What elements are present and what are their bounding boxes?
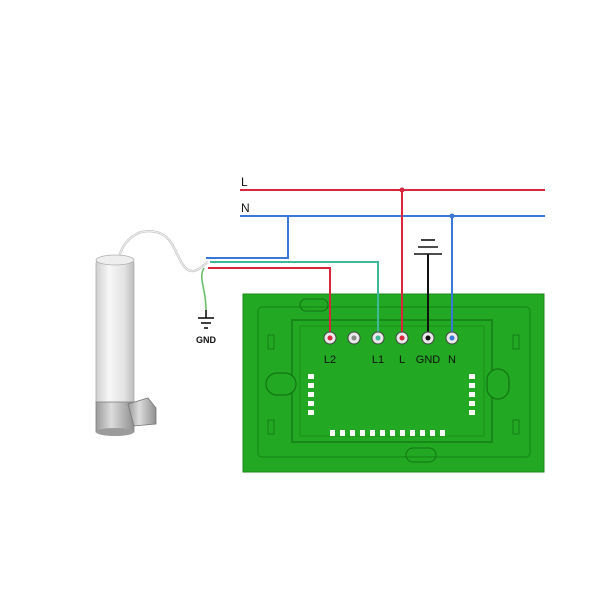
pin-column-right (469, 374, 475, 415)
terminal-n (445, 331, 459, 345)
terminal-label-gnd: GND (416, 354, 441, 366)
terminal-l (395, 331, 409, 345)
motor-ground-symbol (198, 310, 214, 329)
terminal-blank (347, 331, 361, 345)
mount-slot-right (486, 368, 510, 400)
terminal-l2 (323, 331, 337, 345)
neutral-junction (449, 213, 455, 219)
terminal-label-l1: L1 (372, 354, 384, 366)
switch-plate (242, 293, 545, 473)
pin-row-bottom (330, 430, 445, 436)
motor-teal-wire (210, 261, 379, 334)
live-line-label: L (241, 175, 248, 189)
live-junction (399, 187, 405, 193)
ground-symbol-top (414, 239, 442, 255)
neutral-line-label: N (241, 201, 250, 215)
terminal-label-l2: L2 (324, 354, 336, 366)
terminal-label-l: L (399, 354, 405, 366)
mount-slot-bottom (405, 447, 437, 463)
mount-slot-top-left (299, 298, 329, 312)
motor-red-wire (208, 267, 331, 334)
pin-column-left (308, 374, 314, 415)
motor-blue-wire (206, 216, 289, 259)
tubular-motor (95, 254, 157, 436)
motor-ground-label: GND (196, 335, 217, 345)
terminal-screws (323, 331, 459, 345)
terminal-l1 (371, 331, 385, 345)
mount-slot-left (265, 372, 297, 396)
terminal-gnd (421, 331, 435, 345)
terminal-label-n: N (448, 354, 456, 366)
motor-gnd-wire (200, 267, 207, 311)
